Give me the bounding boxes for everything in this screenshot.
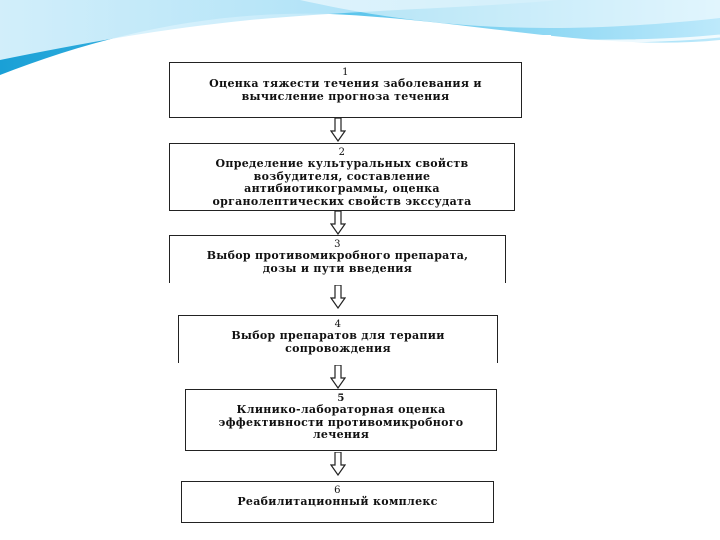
- step-text: Реабилитационный комплекс: [237, 495, 438, 508]
- flowchart-image: [153, 35, 551, 540]
- step-text: Клинико-лабораторная оценка эффективност…: [218, 403, 464, 441]
- step-text: Оценка тяжести течения заболевания и выч…: [209, 77, 482, 103]
- step-box-1: 1 Оценка тяжести течения заболевания и в…: [169, 62, 522, 118]
- step-box-6: 6 Реабилитационный комплекс: [181, 481, 494, 523]
- step-box-4: 4 Выбор препаратов для терапии сопровожд…: [178, 315, 498, 363]
- step-box-2: 2 Определение культуральных свойств возб…: [169, 143, 515, 211]
- header-wave-decoration: [0, 0, 720, 82]
- step-number: 3: [334, 239, 341, 250]
- step-number: 5: [337, 393, 345, 404]
- step-number: 6: [334, 485, 341, 496]
- down-arrow-icon: [330, 365, 346, 389]
- step-number: 1: [342, 67, 349, 78]
- down-arrow-icon: [330, 452, 346, 476]
- down-arrow-icon: [330, 118, 346, 142]
- step-number: 2: [338, 147, 346, 158]
- down-arrow-icon: [330, 285, 346, 309]
- step-box-3: 3 Выбор противомикробного препарата, доз…: [169, 235, 506, 283]
- down-arrow-icon: [330, 211, 346, 235]
- step-text: Выбор противомикробного препарата, дозы …: [206, 249, 469, 275]
- step-text: Определение культуральных свойств возбуд…: [212, 157, 472, 208]
- step-box-5: 5 Клинико-лабораторная оценка эффективно…: [185, 389, 497, 451]
- step-number: 4: [334, 319, 342, 330]
- step-text: Выбор препаратов для терапии сопровожден…: [231, 329, 445, 355]
